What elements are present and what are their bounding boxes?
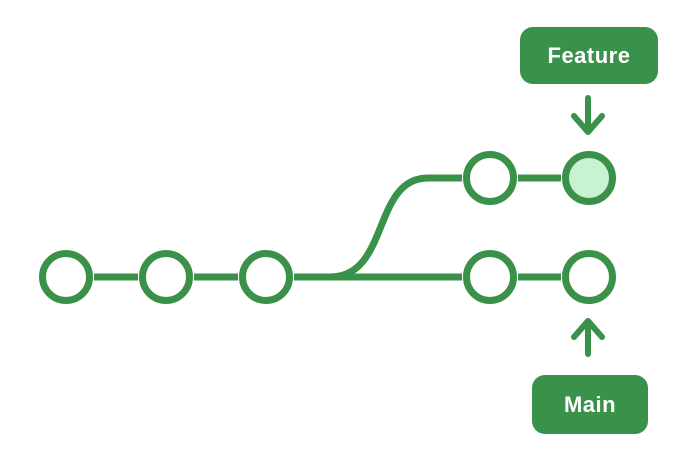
main-branch-label: Main	[532, 375, 648, 434]
commit-node	[239, 250, 293, 304]
main-head-node	[562, 250, 616, 304]
commit-node	[463, 151, 517, 205]
branch-curve	[329, 174, 462, 281]
feature-head-node	[562, 151, 616, 205]
arrow-down-icon	[571, 95, 605, 135]
main-branch-label-text: Main	[563, 391, 617, 417]
commit-node	[463, 250, 517, 304]
commit-node	[139, 250, 193, 304]
feature-branch-label-text: Feature	[547, 42, 631, 68]
commit-node	[39, 250, 93, 304]
feature-branch-label: Feature	[520, 27, 658, 84]
arrow-up-icon	[571, 318, 605, 357]
